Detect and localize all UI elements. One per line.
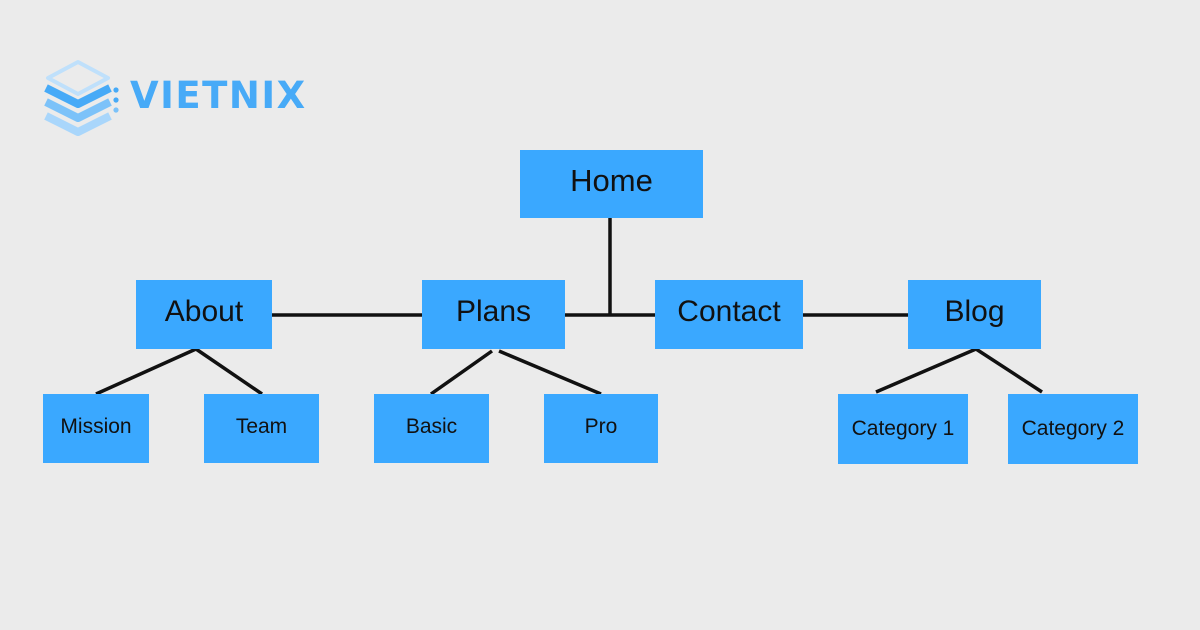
node-team-label: Team [235, 414, 288, 438]
connector-plans-pro [498, 349, 602, 396]
node-about: About [136, 280, 272, 349]
node-pro-label: Pro [584, 414, 618, 438]
node-basic-label: Basic [405, 414, 458, 438]
node-plans: Plans [422, 280, 565, 349]
node-category-2: Category 2 [1008, 394, 1138, 464]
node-mission: Mission [43, 394, 149, 463]
node-plans-label: Plans [455, 294, 532, 328]
node-team: Team [204, 394, 319, 463]
node-mission-label: Mission [60, 414, 132, 438]
connector-about-team [195, 347, 263, 396]
connector-blog-category-2 [975, 347, 1043, 394]
node-contact-label: Contact [677, 294, 781, 328]
node-basic: Basic [374, 394, 489, 463]
brand-name: VIETNIX [130, 74, 307, 117]
node-blog-label: Blog [944, 294, 1005, 328]
node-category-1-label: Category 1 [851, 417, 955, 440]
node-category-1: Category 1 [838, 394, 968, 464]
node-contact: Contact [655, 280, 803, 349]
vietnix-logo: VIETNIX [42, 54, 342, 136]
node-pro: Pro [544, 394, 658, 463]
node-about-label: About [164, 294, 244, 328]
node-home: Home [520, 150, 703, 218]
connector-blog-category-1 [875, 347, 977, 394]
node-blog: Blog [908, 280, 1041, 349]
connector-about-mission [95, 347, 197, 396]
server-stack-icon [44, 60, 119, 136]
node-category-2-label: Category 2 [1021, 417, 1125, 440]
connector-plans-basic [429, 349, 494, 396]
node-home-label: Home [570, 163, 653, 198]
